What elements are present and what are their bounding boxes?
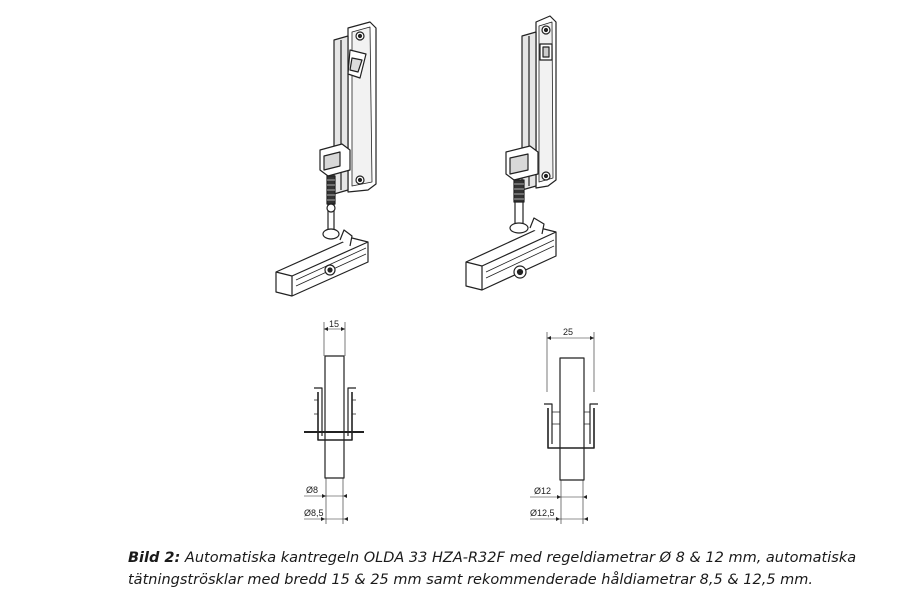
- figure-caption: Bild 2: Automatiska kantregeln OLDA 33 H…: [128, 547, 868, 591]
- left-hole-diameter-label: Ø8,5: [304, 508, 324, 518]
- cross-section-right: [530, 332, 598, 524]
- left-width-label: 15: [329, 319, 339, 329]
- bolt-assembly-right: [465, 15, 557, 291]
- bolt-assembly-left: [275, 21, 377, 297]
- cross-section-left: [304, 322, 364, 524]
- left-bolt-diameter-label: Ø8: [306, 485, 318, 495]
- right-hole-diameter-label: Ø12,5: [530, 508, 555, 518]
- right-width-label: 25: [563, 327, 573, 337]
- caption-line-2: tätningströsklar med bredd 15 & 25 mm sa…: [128, 572, 814, 588]
- caption-label: Bild 2:: [128, 550, 181, 566]
- right-bolt-diameter-label: Ø12: [534, 486, 551, 496]
- caption-line-1: Automatiska kantregeln OLDA 33 HZA-R32F …: [180, 550, 857, 566]
